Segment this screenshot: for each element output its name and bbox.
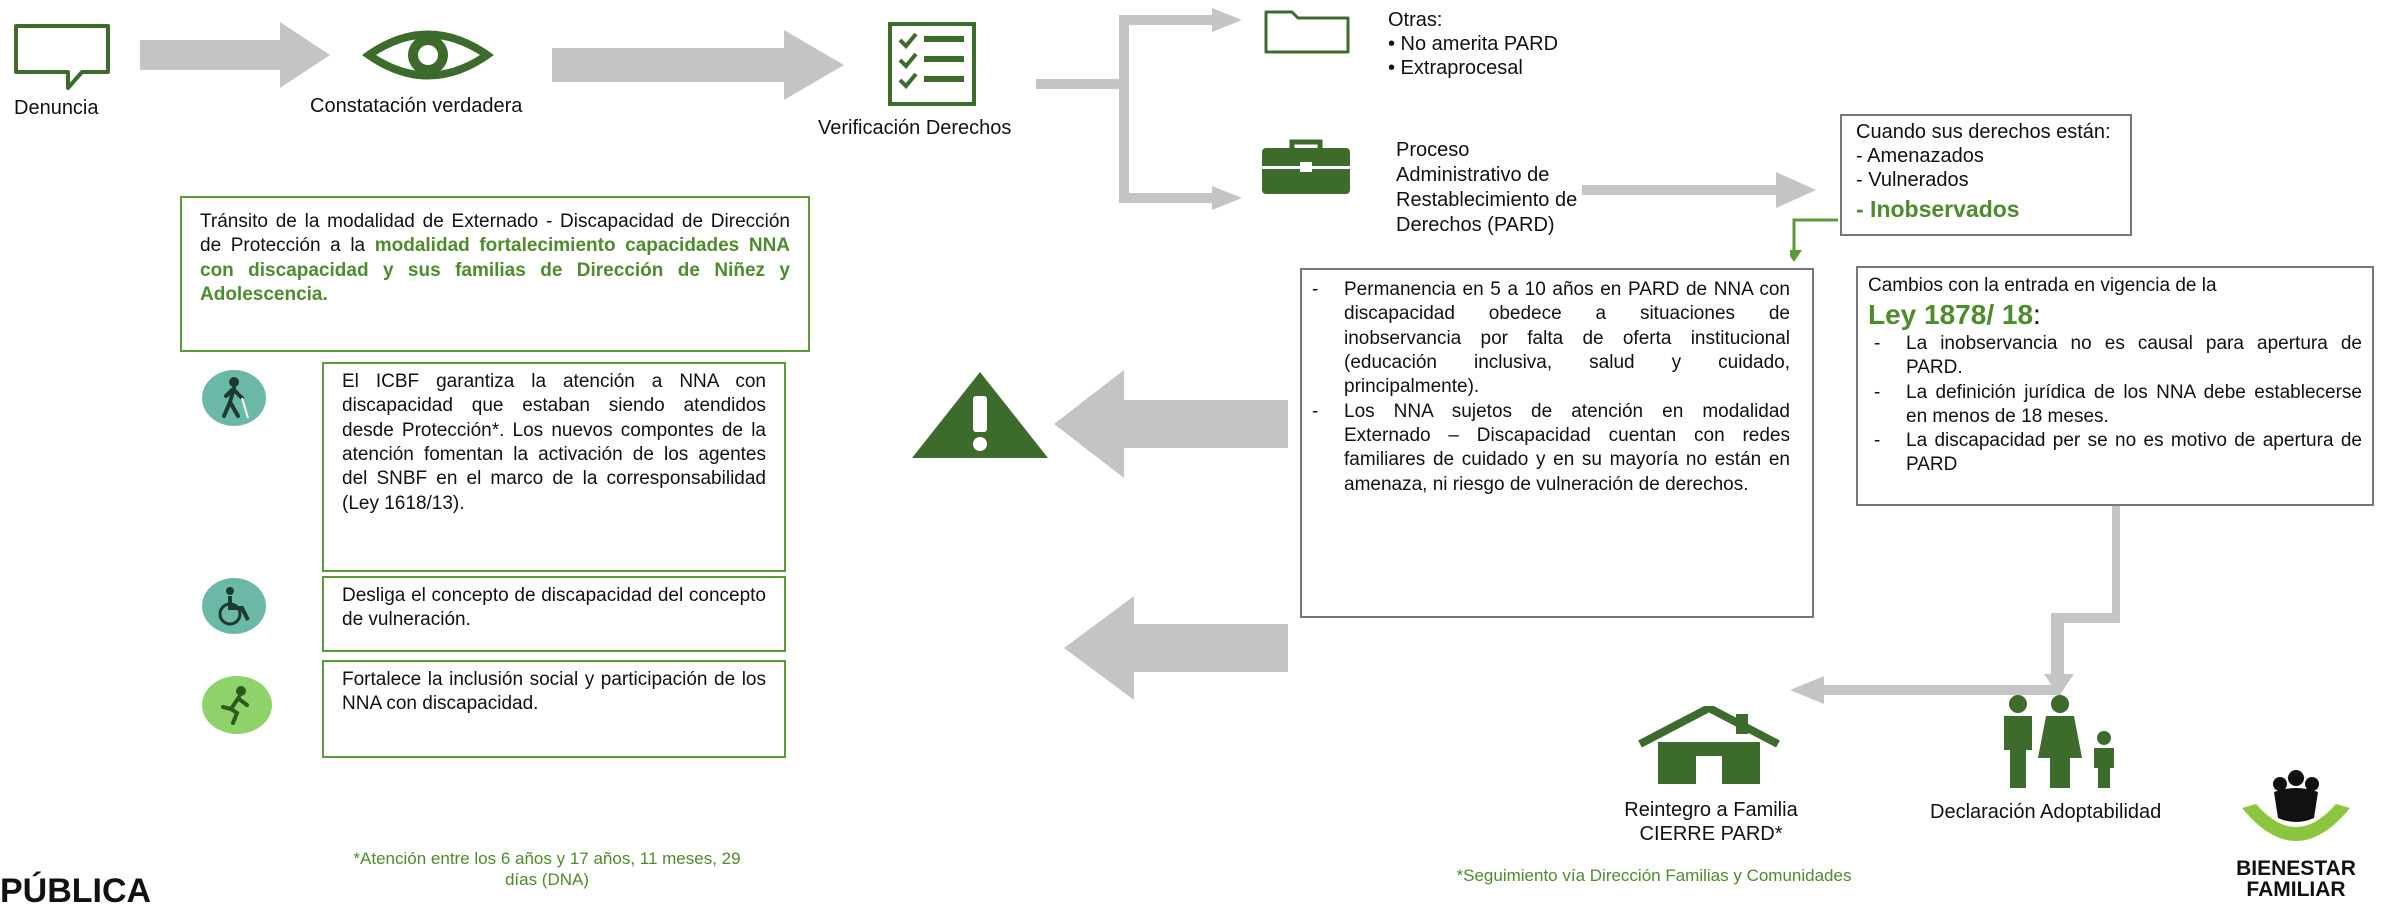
benefit-box: Desliga el concepto de discapacidad del … <box>322 576 786 652</box>
wheelchair-icon <box>202 578 266 634</box>
adoptabilidad-label: Declaración Adoptabilidad <box>1930 801 2162 823</box>
derechos-item: - Amenazados <box>1856 145 1984 167</box>
branch-connector <box>1036 0 1246 210</box>
transito-box: Tránsito de la modalidad de Externado - … <box>180 196 810 352</box>
ley-suffix: : <box>2033 299 2041 331</box>
reintegro-line: CIERRE PARD* <box>1639 823 1783 845</box>
cambios-intro: Cambios con la entrada en vigencia de la <box>1868 275 2217 296</box>
benefit-text: Fortalece la inclusión social y particip… <box>342 669 766 715</box>
step-verificacion-label: Verificación Derechos <box>818 117 1012 139</box>
ley-title: Ley 1878/ 18 <box>1868 299 2034 331</box>
pard-line: Proceso <box>1396 139 1470 161</box>
pard-line: Restablecimiento de <box>1396 189 1578 211</box>
step-constatacion-label: Constatación verdadera <box>310 95 523 117</box>
bienestar-logo: BIENESTAR FAMILIAR <box>2216 764 2376 900</box>
derechos-highlight: - Inobservados <box>1856 196 2020 222</box>
flow-arrow <box>140 22 330 88</box>
walking-person-icon <box>202 370 266 426</box>
cambios-item: La discapacidad per se no es motivo de a… <box>1868 429 2362 478</box>
pard-line: Administrativo de <box>1396 164 1550 186</box>
benefit-text: El ICBF garantiza la atención a NNA con … <box>342 371 766 514</box>
otras-block: Otras: • No amerita PARD • Extraprocesal <box>1388 8 1558 80</box>
logo-line: BIENESTAR <box>2236 857 2356 880</box>
footnote-right: *Seguimiento vía Dirección Familias y Co… <box>1456 866 1852 885</box>
step-denuncia-label: Denuncia <box>14 97 99 119</box>
cambios-box: Cambios con la entrada en vigencia de la… <box>1856 266 2374 506</box>
checklist-icon <box>888 22 976 106</box>
permanencia-item: Los NNA sujetos de atención en modalidad… <box>1306 400 1790 497</box>
footnote-left: *Atención entre los 6 años y 17 años, 11… <box>353 849 741 890</box>
reintegro-label: Reintegro a Familia CIERRE PARD* <box>1606 798 1816 846</box>
warning-icon <box>910 370 1050 460</box>
eye-icon <box>358 22 498 88</box>
pard-line: Derechos (PARD) <box>1396 214 1555 236</box>
flow-arrow <box>1582 172 1816 208</box>
publica-label: PÚBLICA <box>0 872 152 910</box>
denuncia-icon <box>12 22 112 92</box>
cambios-item: La definición jurídica de los NNA debe e… <box>1868 381 2362 430</box>
otras-title: Otras: <box>1388 9 1443 31</box>
family-icon <box>1990 694 2130 790</box>
inclusion-icon <box>202 676 272 734</box>
transito-highlight: modalidad fortalecimiento capacidades NN… <box>200 235 791 305</box>
benefit-box: El ICBF garantiza la atención a NNA con … <box>322 362 786 572</box>
folder-icon <box>1262 6 1352 56</box>
cambios-item: La inobservancia no es causal para apert… <box>1868 332 2362 381</box>
permanencia-box: Permanencia en 5 a 10 años en PARD de NN… <box>1300 268 1814 618</box>
reintegro-line: Reintegro a Familia <box>1624 799 1798 821</box>
house-icon <box>1636 706 1782 786</box>
derechos-title: Cuando sus derechos están: <box>1856 121 2111 143</box>
pard-block: Proceso Administrativo de Restablecimien… <box>1396 138 1577 238</box>
flow-arrow <box>552 30 844 100</box>
logo-line: FAMILIAR <box>2246 878 2346 901</box>
outcome-connector <box>1780 506 2120 736</box>
permanencia-item: Permanencia en 5 a 10 años en PARD de NN… <box>1306 278 1790 400</box>
derechos-item: - Vulnerados <box>1856 169 1969 191</box>
otras-item: • Extraprocesal <box>1388 57 1523 79</box>
left-arrow <box>1064 596 1288 700</box>
green-connector <box>1790 218 1840 268</box>
briefcase-icon <box>1260 138 1352 196</box>
benefit-text: Desliga el concepto de discapacidad del … <box>342 585 766 631</box>
otras-item: • No amerita PARD <box>1388 33 1559 55</box>
derechos-box: Cuando sus derechos están: - Amenazados … <box>1840 114 2132 236</box>
benefit-box: Fortalece la inclusión social y particip… <box>322 660 786 758</box>
transito-text: Tránsito de la modalidad de Externado - … <box>200 211 790 257</box>
left-arrow <box>1054 370 1288 478</box>
